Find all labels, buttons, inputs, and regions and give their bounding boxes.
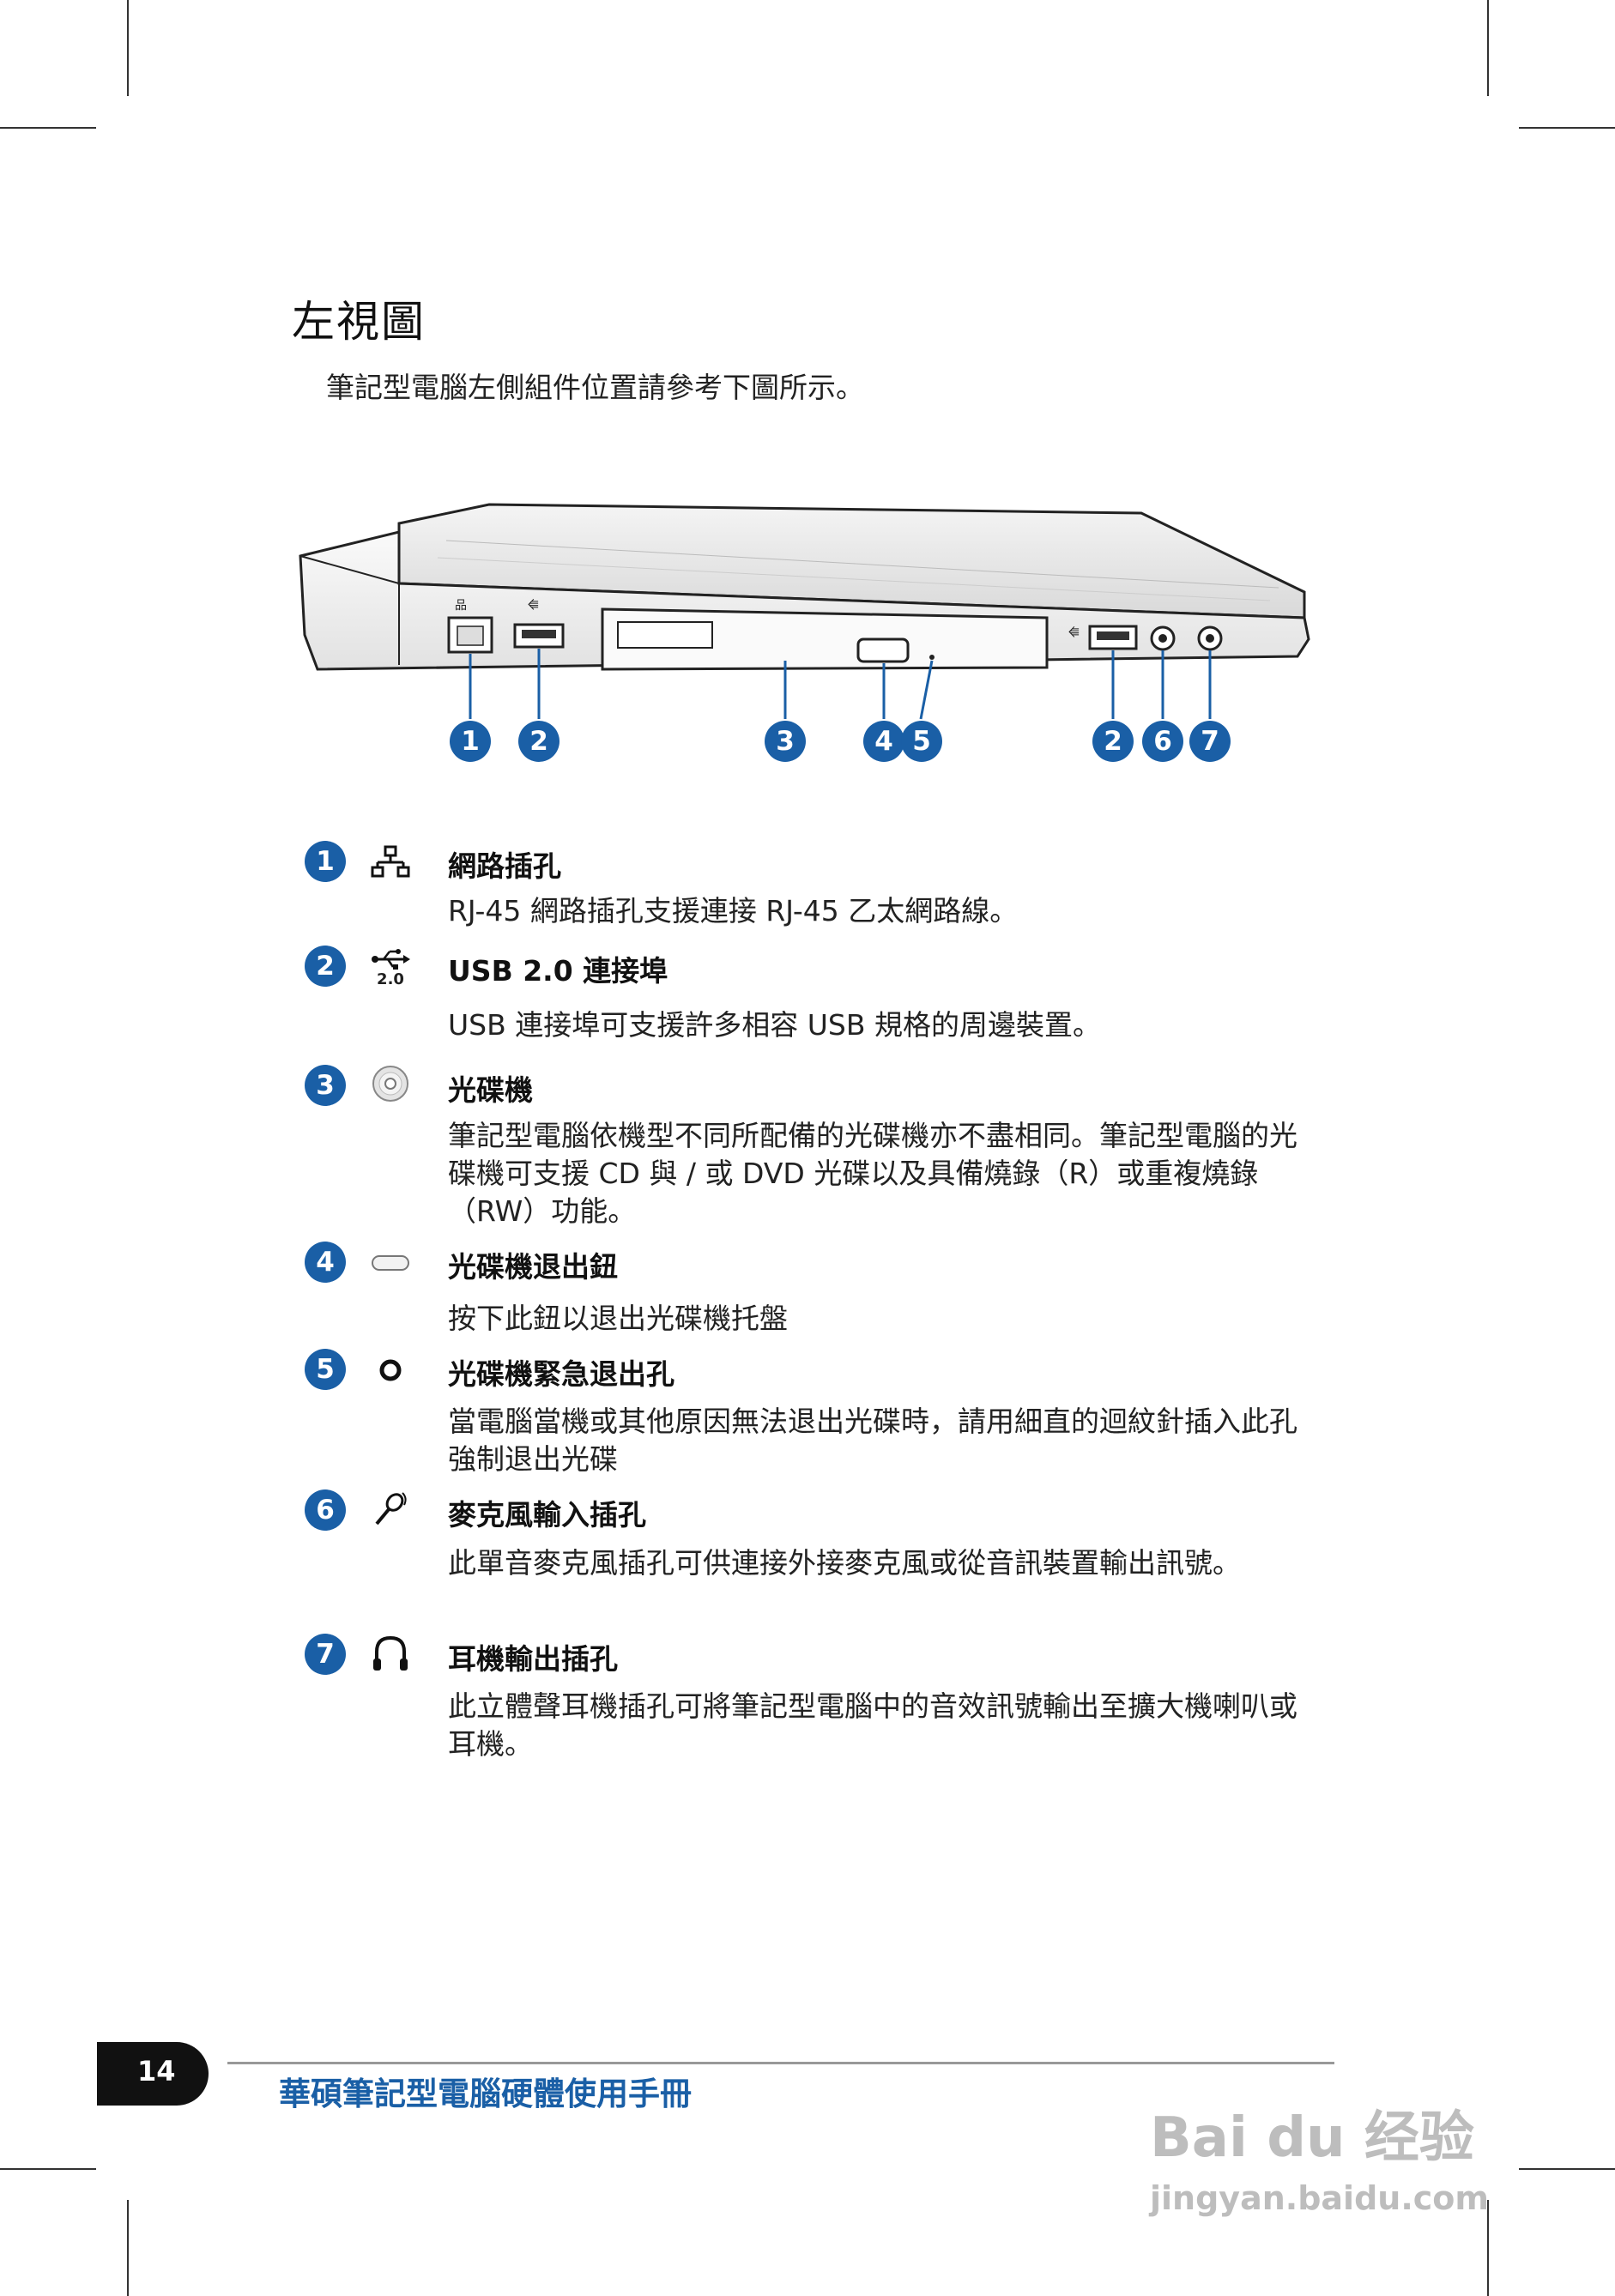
headphone-icon: [365, 1632, 416, 1675]
item-number: 1: [305, 841, 346, 882]
item-description: RJ-45 網路插孔支援連接 RJ-45 乙太網路線。: [448, 894, 1019, 927]
microphone-icon: [365, 1487, 416, 1530]
watermark-url: jingyan.baidu.com: [1150, 2179, 1489, 2217]
item-heading: 麥克風輸入插孔: [448, 1498, 646, 1532]
item-heading: 光碟機退出鈕: [448, 1250, 618, 1284]
callout-1: 1: [450, 721, 491, 762]
item-number: 2: [305, 946, 346, 987]
item-number: 6: [305, 1489, 346, 1531]
callout-6: 6: [1142, 721, 1183, 762]
footer-title: 華碩筆記型電腦硬體使用手冊: [279, 2075, 692, 2112]
item-heading: USB 2.0 連接埠: [448, 954, 668, 988]
page-number: 14: [137, 2055, 176, 2088]
item-heading: 光碟機緊急退出孔: [448, 1357, 674, 1391]
network-icon: [365, 841, 416, 884]
laptop-side-illustration: 品 ⭅ ⭅: [299, 503, 1310, 720]
item-description: 此立體聲耳機插孔可將筆記型電腦中的音效訊號輸出至擴大機喇叭或耳機。: [448, 1689, 1297, 1761]
item-heading: 耳機輸出插孔: [448, 1642, 618, 1676]
crop-mark: [1519, 127, 1615, 129]
crop-mark: [1487, 0, 1489, 96]
item-heading: 網路插孔: [448, 849, 561, 883]
crop-mark: [0, 2168, 96, 2170]
item-description: 按下此鈕以退出光碟機托盤: [448, 1302, 788, 1335]
callout-2: 2: [518, 721, 560, 762]
usb-icon: 2.0: [365, 942, 416, 994]
item-number: 4: [305, 1242, 346, 1283]
svg-text:⭅: ⭅: [1068, 625, 1080, 640]
callout-4: 4: [863, 721, 904, 762]
emergency-eject-icon: [365, 1349, 416, 1392]
callout-5: 5: [901, 721, 942, 762]
item-number: 7: [305, 1634, 346, 1675]
usb-version-label: 2.0: [377, 970, 404, 988]
item-number: 3: [305, 1065, 346, 1106]
item-description: USB 連接埠可支援許多相容 USB 規格的周邊裝置。: [448, 1008, 1101, 1042]
crop-mark: [1519, 2168, 1615, 2170]
optical-disc-icon: [365, 1062, 416, 1105]
eject-button-icon: [365, 1242, 416, 1284]
svg-text:品: 品: [455, 599, 467, 613]
item-description: 筆記型電腦依機型不同所配備的光碟機亦不盡相同。筆記型電腦的光碟機可支援 CD 與…: [448, 1119, 1297, 1228]
item-description: 此單音麥克風插孔可供連接外接麥克風或從音訊裝置輸出訊號。: [448, 1546, 1241, 1580]
watermark-brand: Bai du 经验: [1150, 2106, 1474, 2170]
crop-mark: [0, 127, 96, 129]
crop-mark: [1487, 2200, 1489, 2296]
page-number-tab: [97, 2042, 209, 2106]
item-heading: 光碟機: [448, 1073, 533, 1107]
intro-text: 筆記型電腦左側組件位置請參考下圖所示。: [326, 371, 864, 404]
page-title: 左視圖: [292, 297, 426, 347]
callout-2b: 2: [1092, 721, 1134, 762]
item-number: 5: [305, 1349, 346, 1390]
crop-mark: [127, 0, 129, 96]
item-description: 當電腦當機或其他原因無法退出光碟時，請用細直的迴紋針插入此孔強制退出光碟: [448, 1405, 1297, 1476]
svg-text:⭅: ⭅: [528, 598, 539, 613]
callout-3: 3: [765, 721, 806, 762]
callout-7: 7: [1189, 721, 1231, 762]
crop-mark: [127, 2200, 129, 2296]
footer-divider: [227, 2062, 1334, 2064]
laptop-left-side-diagram: 品 ⭅ ⭅ 1 2 3 4 5 2 6 7: [292, 489, 1322, 772]
